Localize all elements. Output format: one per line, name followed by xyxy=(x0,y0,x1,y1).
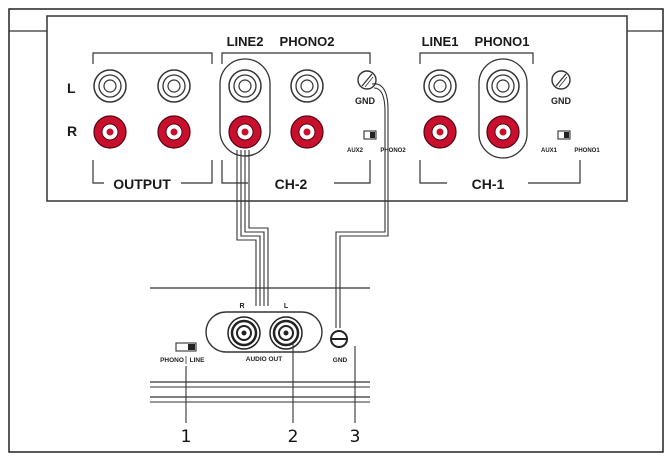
ground-wire xyxy=(335,83,389,328)
ch1-group-label: CH-1 xyxy=(472,176,505,192)
ch2-phono-label: PHONO2 xyxy=(280,34,335,49)
ch1-phono-jack-l xyxy=(486,69,520,103)
ch2-switch-left-label: AUX2 xyxy=(347,148,364,154)
side-label-l: L xyxy=(67,80,76,96)
ch2-phono-jack-r xyxy=(290,115,324,149)
turntable-switch-phono-label: PHONO xyxy=(160,357,184,364)
ch2-gnd-label: GND xyxy=(355,96,376,106)
turntable-body xyxy=(150,287,370,403)
callout-1: 1 xyxy=(181,427,192,447)
audio-out-label: AUDIO OUT xyxy=(246,356,283,363)
ch1-switch-left-label: AUX1 xyxy=(541,148,558,154)
ch2-group-label: CH-2 xyxy=(275,176,308,192)
audio-out-capsule xyxy=(205,311,323,353)
output-jack-r1 xyxy=(93,115,127,149)
ch2-phono-jack-l xyxy=(290,69,324,103)
ch1-line-jack-l xyxy=(423,69,457,103)
turntable-gnd-terminal-icon xyxy=(330,330,348,348)
ch2-line-jack-r xyxy=(228,115,262,149)
output-jack-l2 xyxy=(157,69,191,103)
phono1-highlight xyxy=(478,58,528,159)
ch1-line-label: LINE1 xyxy=(422,34,459,49)
callout-3: 3 xyxy=(350,427,361,447)
ch1-switch-right-label: PHONO1 xyxy=(574,148,600,154)
outer-frame xyxy=(8,8,664,453)
callout-2: 2 xyxy=(288,427,299,447)
rca-cable xyxy=(236,150,269,306)
mixer-back-panel xyxy=(46,15,628,202)
output-jack-r2 xyxy=(157,115,191,149)
audio-out-jack-r xyxy=(227,316,261,350)
ch2-gnd-screw-icon xyxy=(357,70,377,90)
audio-out-l-label: L xyxy=(284,303,289,310)
output-label: OUTPUT xyxy=(113,176,171,192)
ch1-phono-label: PHONO1 xyxy=(475,34,530,49)
ch1-gnd-screw-icon xyxy=(551,70,571,90)
ch2-line-jack-l xyxy=(228,69,262,103)
turntable-gnd-label: GND xyxy=(333,357,348,364)
ch1-gnd-label: GND xyxy=(551,96,572,106)
turntable-switch-line-label: LINE xyxy=(190,357,205,364)
audio-out-r-label: R xyxy=(239,303,244,310)
audio-out-jack-l xyxy=(269,316,303,350)
ch1-line-jack-r xyxy=(423,115,457,149)
side-label-r: R xyxy=(67,123,77,139)
output-jack-l1 xyxy=(93,69,127,103)
ch2-switch-right-label: PHONO2 xyxy=(380,148,406,154)
turntable-phono-line-switch[interactable] xyxy=(175,342,197,352)
ch1-phono-jack-r xyxy=(486,115,520,149)
ch2-line-label: LINE2 xyxy=(227,34,264,49)
